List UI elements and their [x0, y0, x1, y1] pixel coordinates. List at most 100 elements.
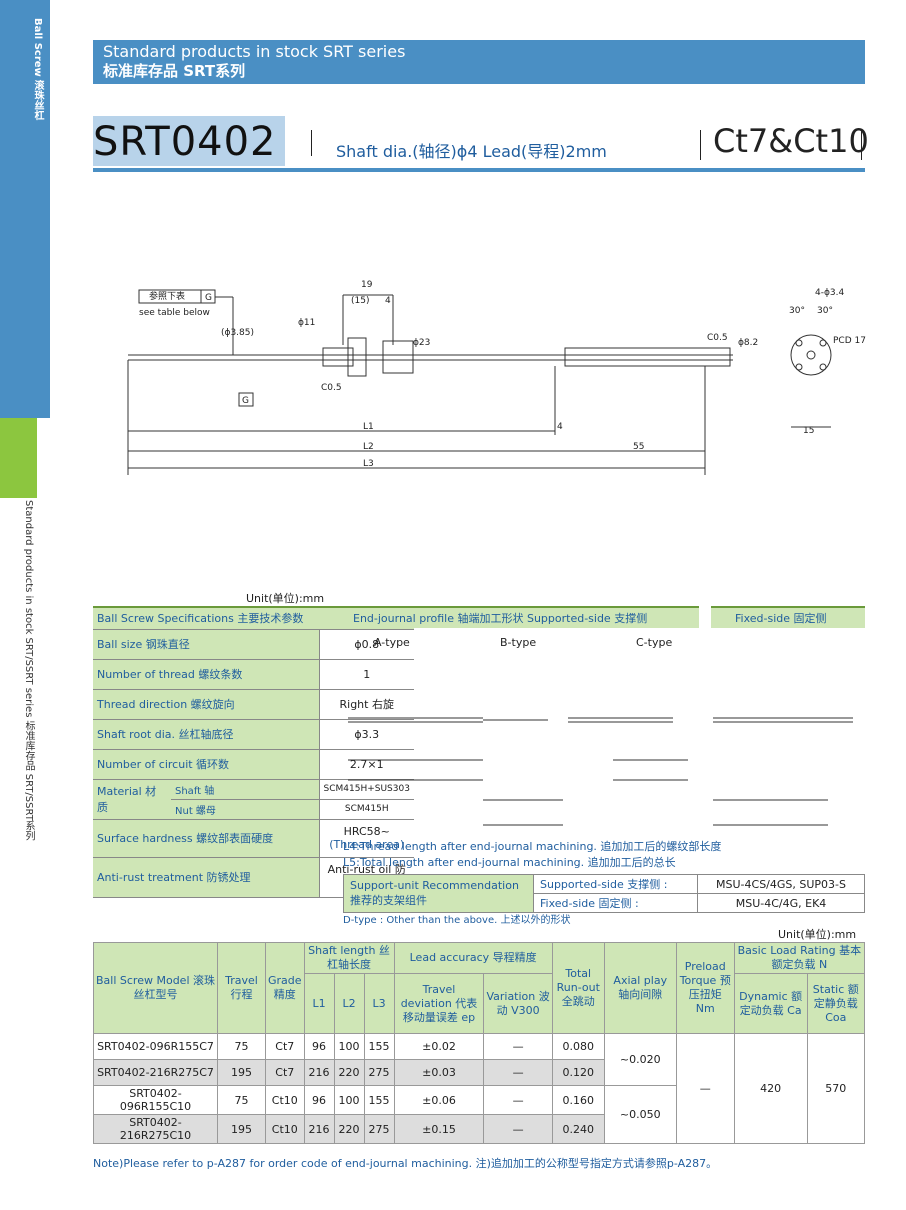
fixed-side-label: Fixed-side 固定侧 :: [532, 893, 699, 913]
divider: [700, 130, 701, 160]
sidebar-blue-band: [0, 0, 50, 418]
th-dyn: Dynamic 额定动负载 Ca: [733, 973, 808, 1034]
rust-label: Anti-rust treatment 防锈处理: [93, 857, 319, 898]
cell-l3: 155: [363, 1085, 395, 1115]
cell-preload: —: [675, 1033, 735, 1144]
dim-30b: 30°: [817, 306, 833, 316]
dim-4b: 4: [557, 422, 563, 432]
hardness-area: (Thread area): [329, 838, 405, 851]
cell-l2: 100: [333, 1085, 365, 1115]
cell-l3: 275: [363, 1059, 395, 1086]
th-travel: Travel 行程: [217, 942, 266, 1034]
page-header: Standard products in stock SRT series 标准…: [93, 40, 865, 84]
th-model: Ball Screw Model 滚珠丝杠型号: [93, 942, 218, 1034]
sidebar-section-label: Ball Screw 滚珠丝杠: [32, 18, 43, 121]
spec-value: Right 右旋: [318, 689, 414, 720]
cell-l1: 216: [303, 1114, 335, 1144]
unit-label-2: Unit(单位):mm: [778, 928, 857, 941]
grade-title: Ct7&Ct10: [713, 122, 869, 160]
header-title-en: Standard products in stock SRT series: [103, 42, 406, 61]
th-l2: L2: [333, 973, 365, 1034]
cell-grade: Ct10: [265, 1114, 305, 1144]
cell-travel: 75: [217, 1085, 266, 1115]
cell-l2: 220: [333, 1059, 365, 1086]
end-journal-header: End-journal profile 轴端加工形状 Supported-sid…: [343, 606, 699, 628]
cell-ep: ±0.02: [393, 1033, 485, 1060]
hardness-label: Surface hardness 螺纹部表面硬度: [93, 819, 319, 858]
dim-c05b: C0.5: [707, 333, 728, 343]
cell-runout: 0.160: [551, 1085, 605, 1115]
fixed-side-value: MSU-4C/4G, EK4: [697, 893, 865, 913]
shaft-thread-section: [322, 347, 354, 367]
cell-var: —: [483, 1114, 553, 1144]
cell-var: —: [483, 1059, 553, 1086]
unit-label: Unit(单位):mm: [246, 592, 325, 605]
dim-c05a: C0.5: [321, 383, 342, 393]
support-label: Support-unit Recommendation 推荐的支架组件: [343, 874, 534, 913]
cell-dyn: 420: [733, 1033, 808, 1144]
divider: [311, 130, 312, 156]
th-l3: L3: [363, 973, 395, 1034]
th-preload: Preload Torque 预压扭矩 Nm: [675, 942, 735, 1034]
cell-runout: 0.120: [551, 1059, 605, 1086]
cell-l2: 100: [333, 1033, 365, 1060]
spec-value: 1: [318, 659, 414, 690]
th-lead: Lead accuracy 导程精度: [393, 942, 553, 974]
hardness-value: HRC58~: [343, 825, 390, 838]
cell-var: —: [483, 1085, 553, 1115]
cell-model: SRT0402-216R275C10: [93, 1114, 218, 1144]
dimension-drawing: 参照下表 G see table below 19 (15) 4 4-ϕ3.4 …: [127, 280, 866, 475]
cell-travel: 75: [217, 1033, 266, 1060]
th-axial: Axial play 轴向间隙: [603, 942, 677, 1034]
supported-side-value: MSU-4CS/4GS, SUP03-S: [697, 874, 865, 894]
cell-ep: ±0.03: [393, 1059, 485, 1086]
cell-model: SRT0402-096R155C10: [93, 1085, 218, 1115]
cell-travel: 195: [217, 1059, 266, 1086]
ref-label: 参照下表: [149, 290, 185, 302]
cell-axial: ~0.050: [603, 1085, 677, 1144]
end-journal-drawings: [348, 717, 853, 826]
footnote: Note)Please refer to p-A287 for order co…: [93, 1157, 718, 1170]
cell-ep: ±0.06: [393, 1085, 485, 1115]
cell-l1: 216: [303, 1059, 335, 1086]
dim-l2: L2: [363, 442, 374, 452]
cell-model: SRT0402-096R155C7: [93, 1033, 218, 1060]
divider: [861, 130, 862, 160]
nut-body: [382, 340, 414, 374]
th-runout: Total Run-out 全跳动: [551, 942, 605, 1034]
cell-var: —: [483, 1033, 553, 1060]
material-label: Material 材质: [93, 779, 171, 820]
shaft-journal: [564, 347, 731, 367]
spec-header: Ball Screw Specifications 主要技术参数: [93, 606, 414, 630]
spec-value: ϕ0.8: [318, 629, 414, 660]
c-type-label: C-type: [636, 636, 673, 649]
shaft-label: Shaft 轴: [171, 779, 319, 800]
sidebar-green-band: [0, 418, 37, 498]
dim-l3: L3: [363, 459, 374, 469]
dim-30a: 30°: [789, 306, 805, 316]
dim-dia23: ϕ23: [413, 338, 430, 348]
spec-table: Ball Screw Specifications 主要技术参数 Ball si…: [93, 606, 414, 898]
nut-material: SCM415H: [318, 799, 414, 820]
dim-15-flange: 15: [803, 426, 814, 436]
cell-grade: Ct7: [265, 1059, 305, 1086]
th-sta: Static 额定静负载 Coa: [806, 973, 866, 1034]
th-grade: Grade 精度: [265, 942, 305, 1034]
spec-label: Thread direction 螺纹旋向: [93, 689, 319, 720]
th-var: Variation 波动 V300: [483, 973, 553, 1034]
shaft-material: SCM415H+SUS303: [318, 779, 414, 800]
model-title-bar: SRT0402 Shaft dia.(轴径)ϕ4 Lead(导程)2mm Ct7…: [93, 116, 869, 168]
note-dtype: D-type : Other than the above. 上述以外的形状: [343, 915, 571, 926]
spec-label: Number of circuit 循环数: [93, 749, 319, 780]
model-number: SRT0402: [93, 116, 285, 166]
flange-end-view: [790, 334, 832, 376]
ref-g: G: [205, 293, 212, 303]
shaft-lead-spec: Shaft dia.(轴径)ϕ4 Lead(导程)2mm: [336, 142, 607, 161]
spec-label: Number of thread 螺纹条数: [93, 659, 319, 690]
dim-dia11: ϕ11: [298, 318, 315, 328]
dim-15: (15): [351, 296, 369, 306]
dim-dia385: (ϕ3.85): [221, 328, 254, 338]
dim-pcd: PCD 17: [833, 336, 866, 346]
model-table: Ball Screw Model 滚珠丝杠型号 Travel 行程 Grade …: [93, 942, 866, 1144]
